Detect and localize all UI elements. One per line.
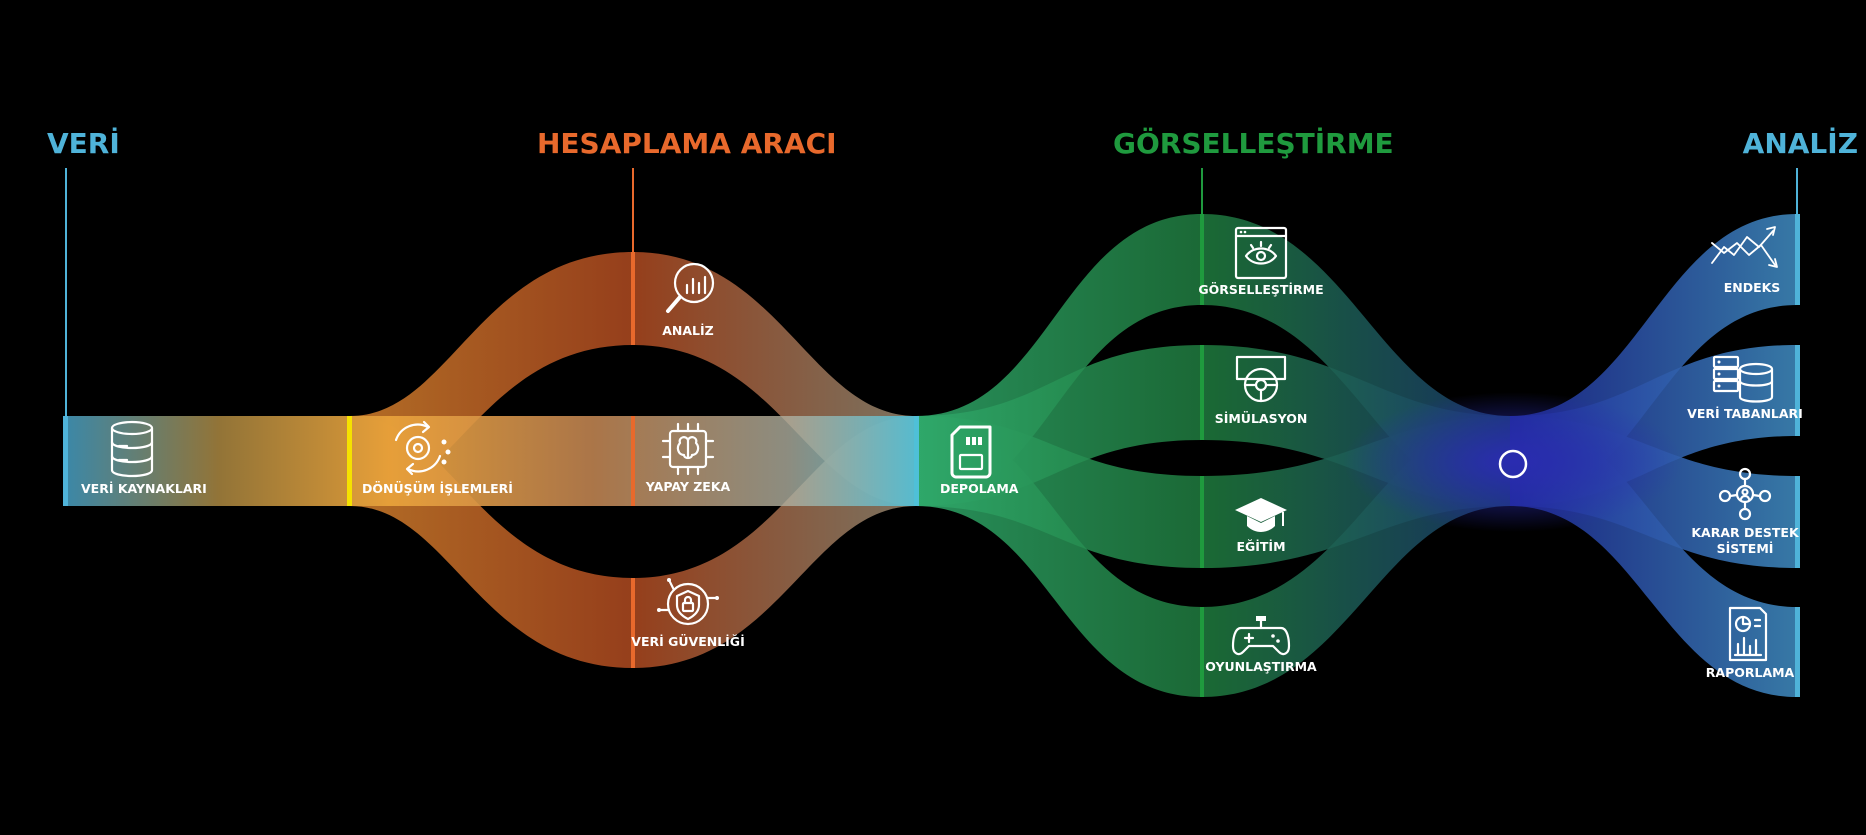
graduation-cap-icon bbox=[1235, 498, 1287, 532]
shield-lock-icon bbox=[657, 578, 719, 626]
report-icon bbox=[1728, 606, 1768, 662]
heading-analiz: ANALİZ bbox=[1743, 126, 1858, 160]
gear-cycle-icon bbox=[394, 420, 451, 476]
stage-bar-yapay-zeka bbox=[631, 416, 635, 506]
label-karar-destek: KARAR DESTEK bbox=[1691, 525, 1800, 540]
stage-bar-donusum bbox=[347, 416, 352, 506]
label-veri-tabanlari: VERİ TABANLARI bbox=[1687, 406, 1803, 421]
label-endeks: ENDEKS bbox=[1724, 280, 1781, 295]
trend-chart-icon bbox=[1711, 226, 1778, 268]
band-analiz bbox=[350, 252, 916, 506]
stage-bar-veri-tabanlari bbox=[1795, 345, 1800, 436]
sd-card-icon bbox=[950, 425, 992, 479]
label-veri-guvenligi: VERİ GÜVENLİĞİ bbox=[631, 634, 744, 649]
ai-chip-icon bbox=[661, 422, 715, 476]
gamepad-icon bbox=[1231, 616, 1291, 656]
band-main bbox=[66, 416, 916, 506]
server-database-icon bbox=[1712, 355, 1774, 403]
eye-window-icon bbox=[1234, 226, 1288, 280]
steering-wheel-icon bbox=[1235, 355, 1287, 403]
heading-hesaplama-araci: HESAPLAMA ARACI bbox=[537, 127, 837, 160]
hub-circle[interactable] bbox=[1498, 449, 1528, 479]
stage-bar-veri bbox=[63, 416, 68, 506]
stage-bar-gorsellestirme-node bbox=[1200, 214, 1204, 305]
hub-glow bbox=[1343, 392, 1683, 532]
label-veri-kaynaklari: VERİ KAYNAKLARI bbox=[81, 481, 207, 496]
stage-bar-karar-destek bbox=[1795, 476, 1800, 568]
heading-veri: VERİ bbox=[47, 126, 120, 160]
label-karar-destek-sistemi: SİSTEMİ bbox=[1717, 541, 1774, 556]
label-oyunlastirma: OYUNLAŞTIRMA bbox=[1205, 659, 1317, 674]
label-analiz-node: ANALİZ bbox=[662, 323, 714, 338]
stage-bar-depolama bbox=[914, 416, 919, 506]
stage-bar-veri-guvenligi bbox=[631, 578, 635, 668]
heading-gorsellestirme: GÖRSELLEŞTİRME bbox=[1113, 126, 1394, 160]
label-yapay-zeka: YAPAY ZEKA bbox=[645, 479, 731, 494]
label-egitim: EĞİTİM bbox=[1236, 539, 1285, 554]
stage-bar-simulasyon bbox=[1200, 345, 1204, 440]
stage-bar-endeks bbox=[1795, 214, 1800, 305]
database-icon bbox=[110, 420, 154, 478]
label-donusum-islemleri: DÖNÜŞÜM İŞLEMLERİ bbox=[362, 481, 513, 496]
label-simulasyon: SİMÜLASYON bbox=[1215, 411, 1308, 426]
label-gorsellestirme-node: GÖRSELLEŞTİRME bbox=[1198, 282, 1323, 297]
band-veri-guvenligi bbox=[350, 416, 916, 668]
stage-bar-egitim bbox=[1200, 476, 1204, 568]
stage-bar-oyunlastirma bbox=[1200, 607, 1204, 697]
label-depolama: DEPOLAMA bbox=[940, 481, 1019, 496]
stage-bar-analiz-node bbox=[631, 252, 635, 345]
label-raporlama: RAPORLAMA bbox=[1706, 665, 1795, 680]
network-user-icon bbox=[1718, 467, 1772, 521]
stage-bar-raporlama bbox=[1795, 607, 1800, 697]
magnifier-chart-icon bbox=[666, 262, 715, 313]
